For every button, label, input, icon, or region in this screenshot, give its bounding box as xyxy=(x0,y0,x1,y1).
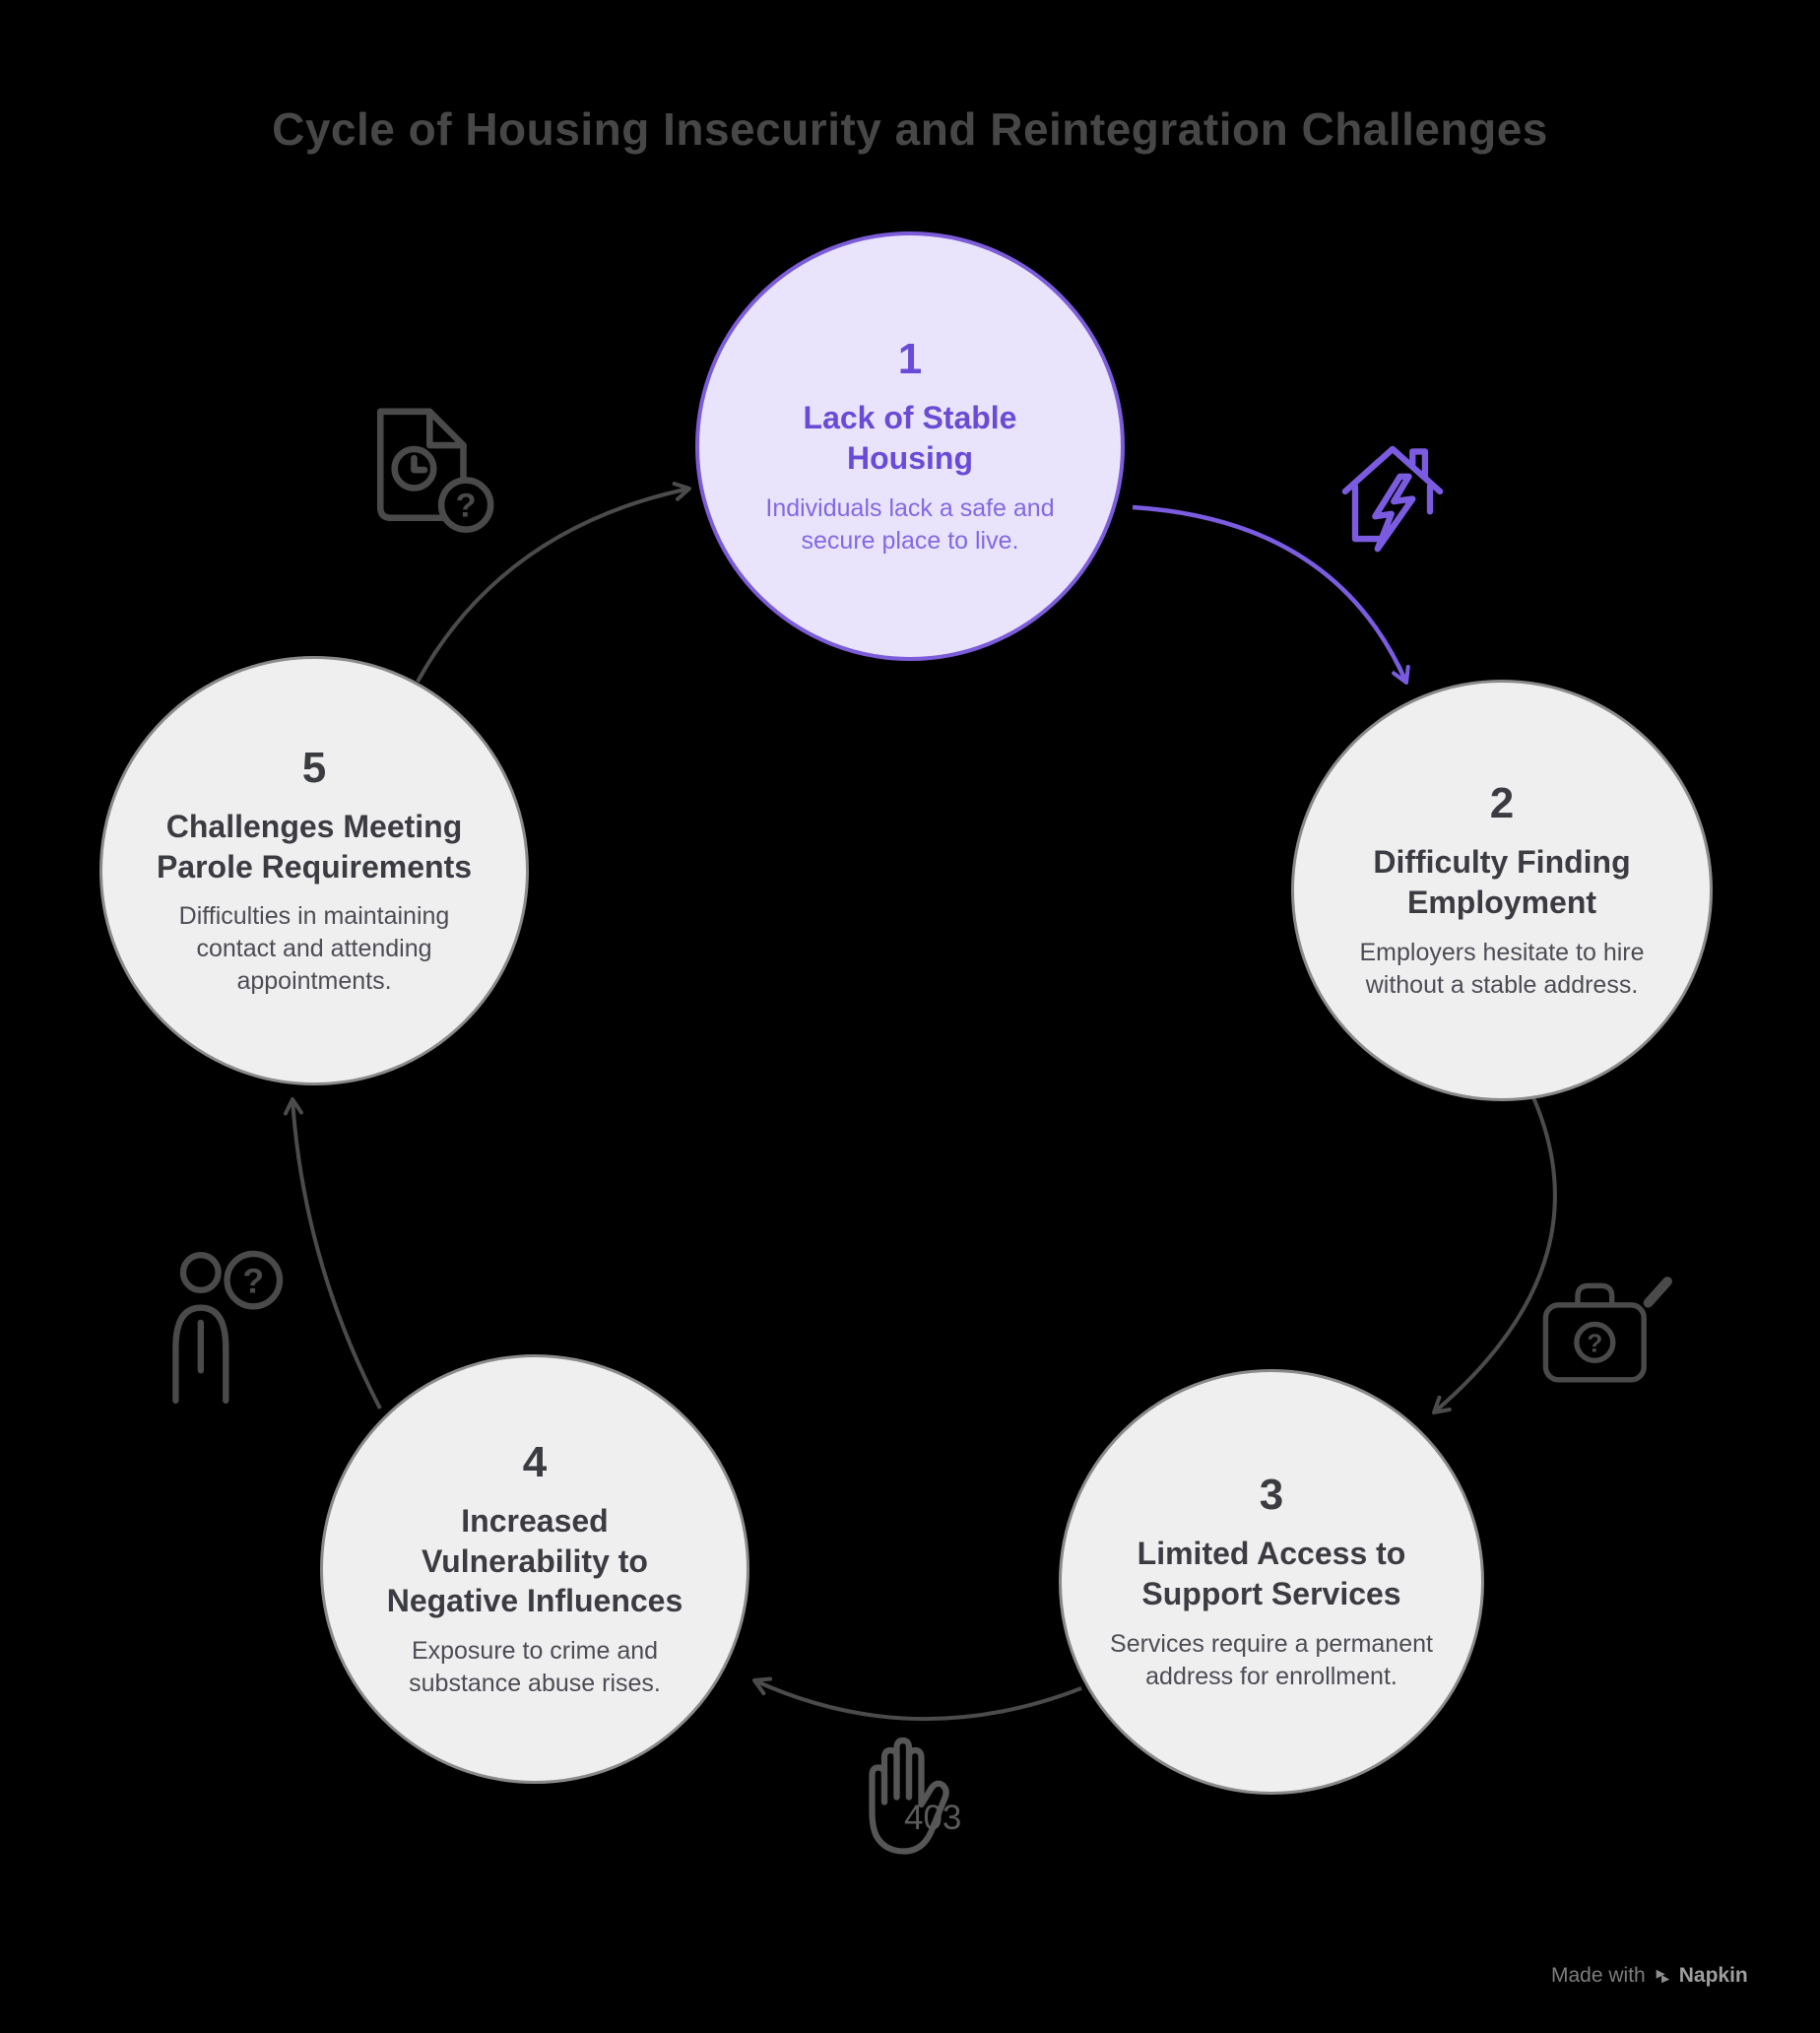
napkin-watermark[interactable]: Made with Napkin xyxy=(1551,1964,1748,1988)
cycle-step-2-difficulty-finding-employment: 2 Difficulty Finding Employment Employer… xyxy=(1291,680,1713,1101)
step-title: Increased Vulnerability to Negative Infl… xyxy=(386,1502,683,1619)
diagram-title: Cycle of Housing Insecurity and Reintegr… xyxy=(272,103,1548,155)
step-description: Employers hesitate to hire without a sta… xyxy=(1359,938,1645,999)
person-question-icon: ? xyxy=(156,1239,293,1416)
cycle-step-5-parole-requirements: 5 Challenges Meeting Parole Requirements… xyxy=(99,656,529,1085)
arrow-3-to-4 xyxy=(752,1676,1082,1722)
cycle-step-1-lack-of-stable-housing: 1 Lack of Stable Housing Individuals lac… xyxy=(695,231,1125,661)
napkin-logo-icon xyxy=(1656,1969,1669,1984)
briefcase-question-icon: ? xyxy=(1528,1269,1678,1395)
step-description: Exposure to crime and substance abuse ri… xyxy=(409,1637,661,1698)
step-title: Limited Access to Support Services xyxy=(1137,1536,1406,1611)
step-number: 5 xyxy=(301,743,327,792)
cycle-step-3-limited-access-to-support-services: 3 Limited Access to Support Services Ser… xyxy=(1059,1369,1484,1795)
svg-text:?: ? xyxy=(456,487,477,524)
hand-stop-icon xyxy=(845,1716,993,1864)
watermark-made-with: Made with xyxy=(1551,1964,1646,1987)
step-description: Services require a permanent address for… xyxy=(1110,1629,1433,1690)
arrow-4-to-5 xyxy=(283,1097,382,1410)
step-title: Lack of Stable Housing xyxy=(803,400,1017,476)
cycle-step-4-increased-vulnerability: 4 Increased Vulnerability to Negative In… xyxy=(320,1354,749,1784)
watermark-brand: Napkin xyxy=(1678,1964,1748,1987)
svg-text:?: ? xyxy=(1587,1329,1602,1358)
step-description: Individuals lack a safe and secure place… xyxy=(765,493,1055,555)
step-number: 4 xyxy=(522,1437,548,1486)
hand-stop-icon-label: 403 xyxy=(904,1799,962,1837)
step-title: Challenges Meeting Parole Requirements xyxy=(156,808,473,885)
step-number: 3 xyxy=(1259,1471,1284,1520)
step-description: Difficulties in maintaining contact and … xyxy=(178,902,450,996)
document-clock-question-icon: ? xyxy=(347,396,502,552)
step-number: 1 xyxy=(897,335,923,384)
broken-house-icon xyxy=(1318,422,1467,571)
svg-text:?: ? xyxy=(242,1261,264,1300)
step-title: Difficulty Finding Employment xyxy=(1373,844,1631,920)
step-number: 2 xyxy=(1489,779,1515,828)
